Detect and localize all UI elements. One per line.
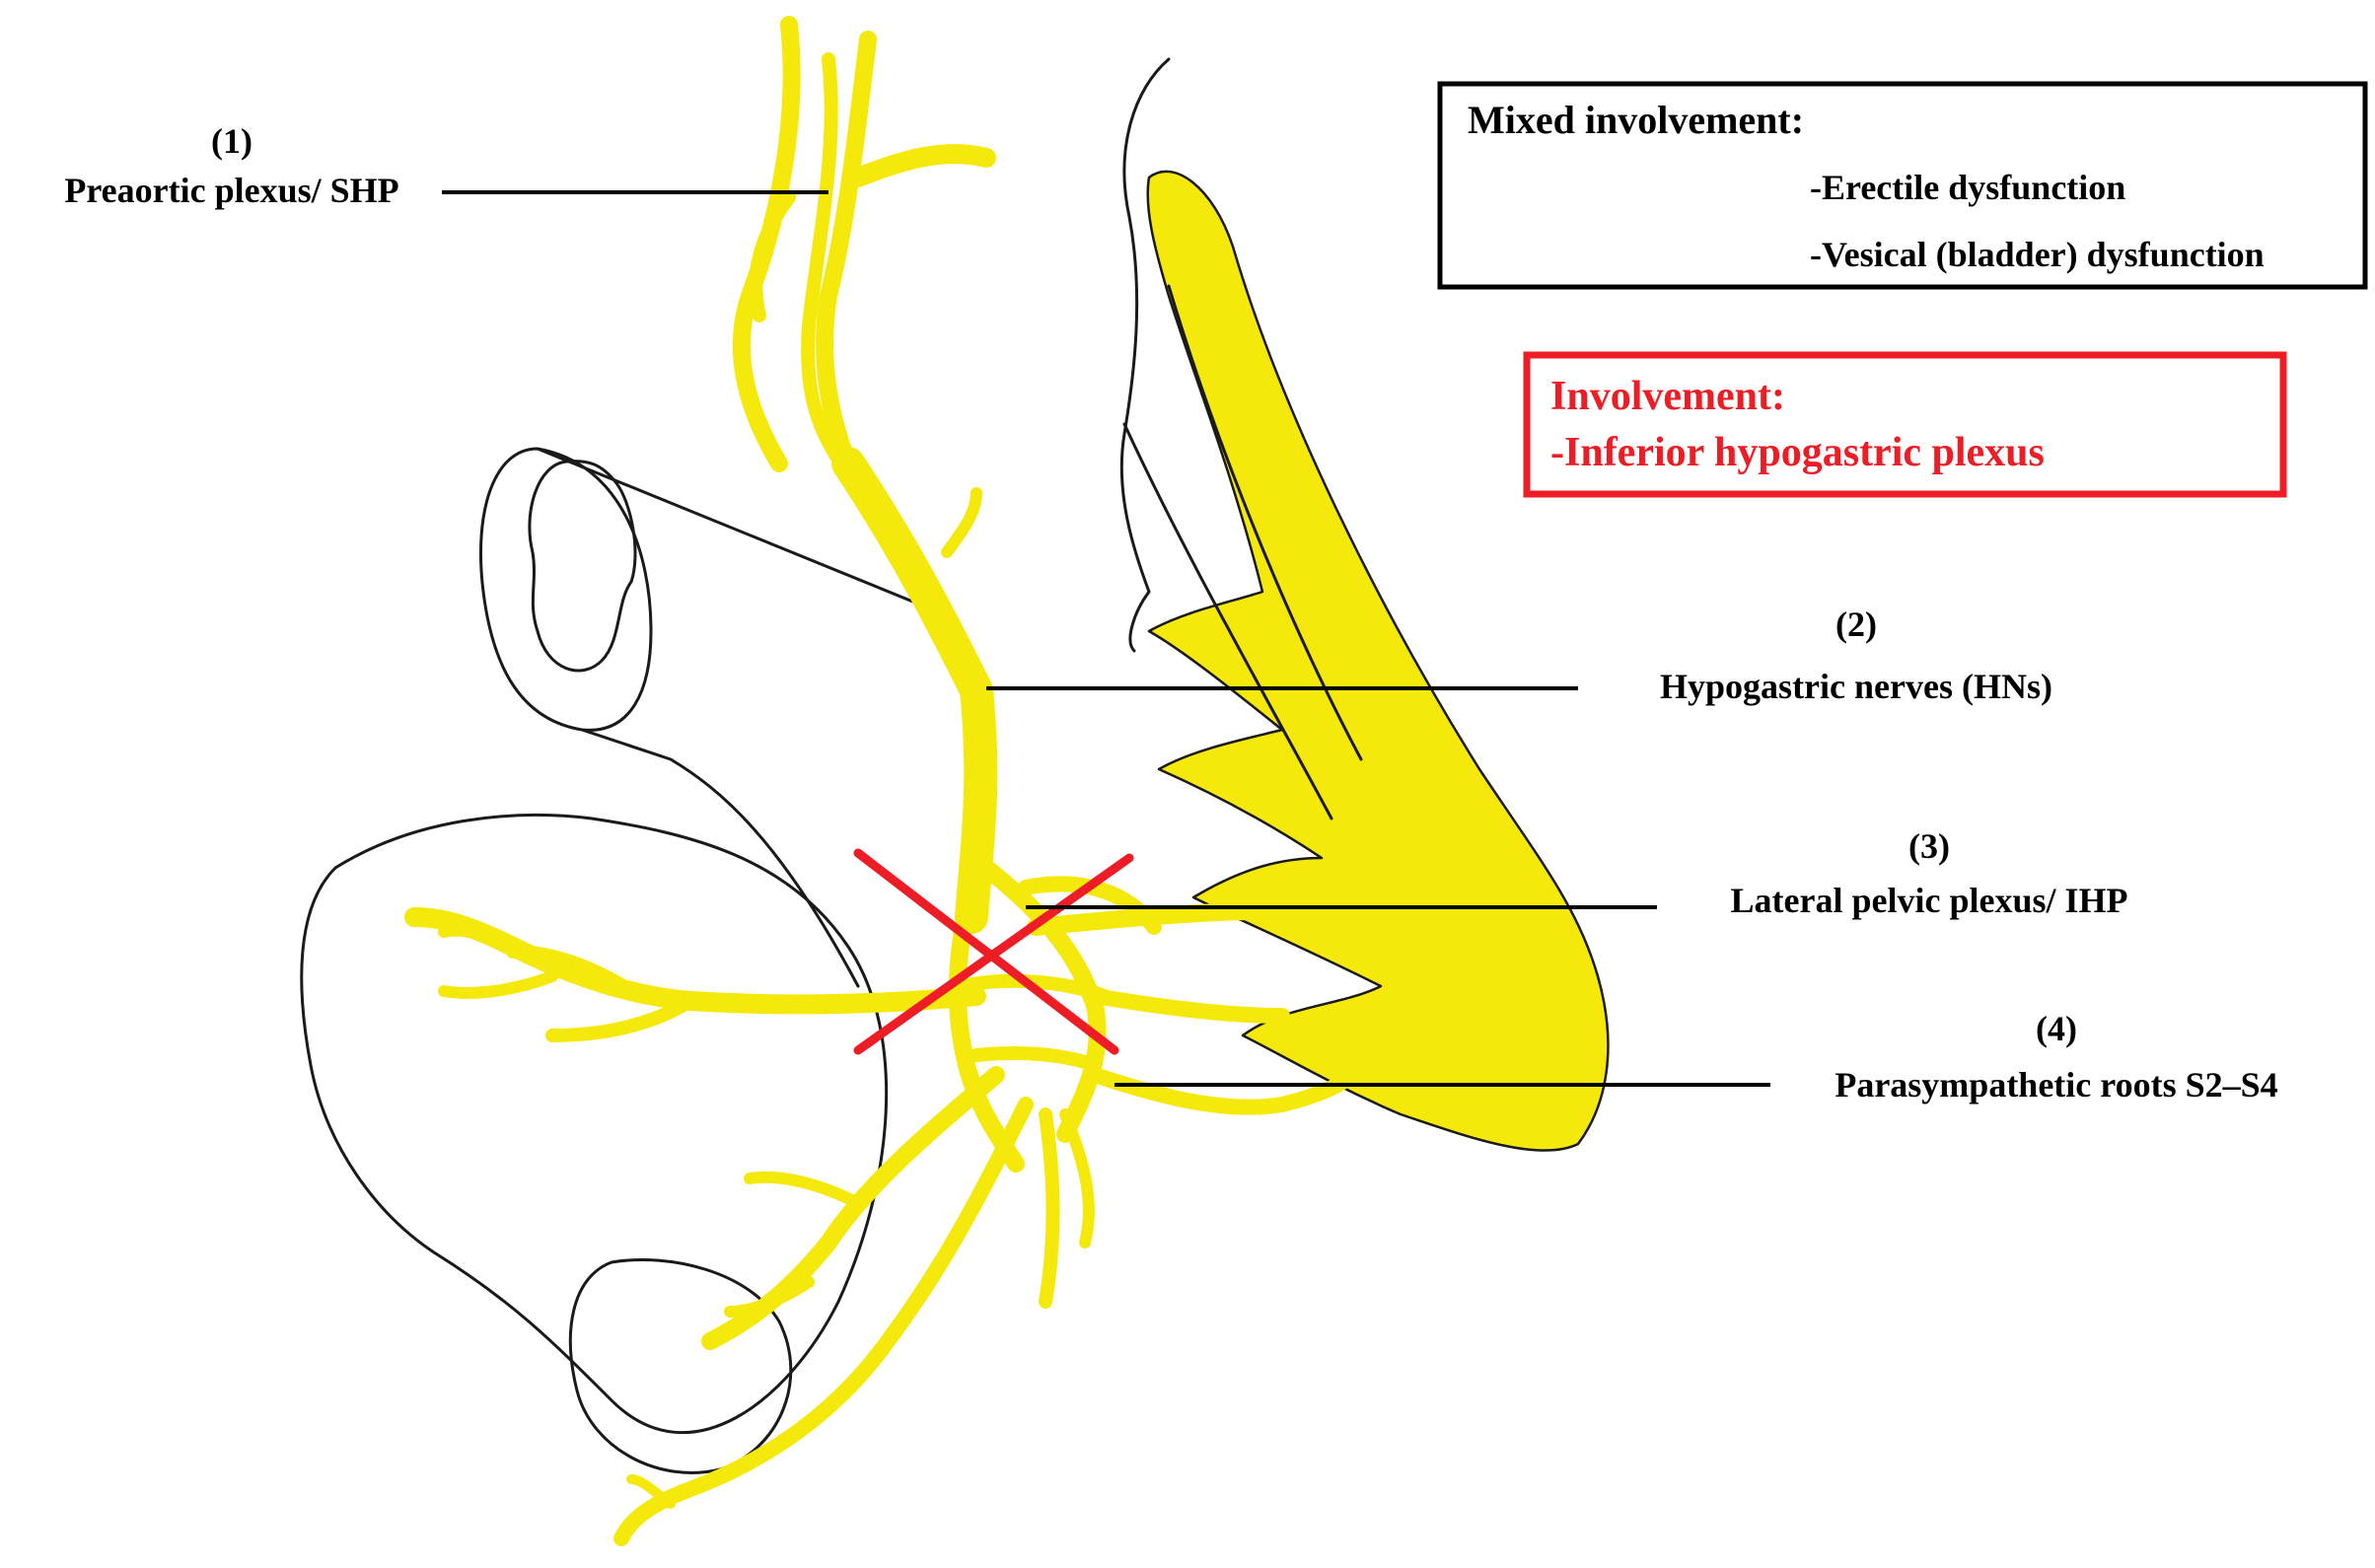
bladder-outline	[300, 814, 889, 1434]
parasympathetic-label: Parasympathetic roots S2–S4	[1835, 1065, 2277, 1105]
pelvic-splanchnic-3	[1087, 1067, 1359, 1115]
preaortic-plexus-right-strand	[816, 31, 877, 472]
preaortic-branch-left	[749, 190, 796, 322]
label-preaortic: (1) Preaortic plexus/ SHP	[64, 121, 398, 210]
label-hypogastric: (2) Hypogastric nerves (HNs)	[1660, 605, 2052, 706]
sacral-trunk	[1146, 170, 1610, 1152]
ihp-involvement-title: Involvement:	[1550, 374, 1785, 419]
preaortic-label: Preaortic plexus/ SHP	[64, 171, 398, 210]
rectum-lower-edge	[580, 728, 860, 988]
preaortic-plexus-center-strand	[801, 52, 855, 480]
sacral-trunk-groove-2	[1122, 422, 1333, 820]
vesical-twig-1	[506, 945, 638, 998]
lesion-cross-marker	[853, 848, 1134, 1055]
hypogastric-number: (2)	[1835, 605, 1877, 644]
anatomy-outlines	[300, 57, 1171, 1474]
mixed-involvement-title: Mixed involvement:	[1468, 98, 1804, 142]
vesical-twig-3	[438, 970, 558, 999]
ihp-involvement-frame	[1523, 351, 2287, 498]
ihp-strand-1	[948, 879, 1025, 1173]
red-x-stroke-1	[853, 848, 1119, 1055]
red-x-stroke-2	[853, 853, 1134, 1055]
label-parasympathetic: (4) Parasympathetic roots S2–S4	[1835, 1009, 2277, 1105]
hypogastric-nerve	[831, 447, 998, 934]
cavernous-twig-1	[744, 1171, 864, 1209]
cavernous-branch-3	[1039, 1107, 1060, 1309]
mixed-involvement-frame	[1437, 81, 2368, 290]
prostate-outline	[568, 1258, 793, 1474]
mixed-involvement-box: Mixed involvement: -Erectile dysfunction…	[1437, 81, 2368, 290]
hypogastric-label: Hypogastric nerves (HNs)	[1660, 667, 2052, 706]
vesical-twig-2	[545, 994, 697, 1042]
ihp-involvement-item: -Inferior hypogastric plexus	[1550, 430, 2045, 475]
mixed-involvement-item-erectile: -Erectile dysfunction	[1810, 168, 2125, 207]
lateral-pelvic-label: Lateral pelvic plexus/ IHP	[1731, 881, 2128, 920]
parasympathetic-number: (4)	[2036, 1009, 2077, 1048]
mixed-involvement-item-bladder: -Vesical (bladder) dysfunction	[1810, 235, 2265, 274]
vesical-twig-4	[438, 924, 519, 958]
sacral-trunk-groove	[1167, 284, 1363, 761]
sacrum-outline	[1119, 57, 1171, 653]
cavernous-branch-4	[1059, 1108, 1095, 1248]
pelvic-splanchnic-1	[1027, 901, 1331, 936]
cavernous-twig-2	[724, 1276, 815, 1318]
hypogastric-nerve-twig	[941, 487, 982, 558]
rectum-lumen-outline	[528, 460, 637, 673]
nerve-network	[404, 16, 1610, 1546]
leader-lines	[442, 190, 1770, 1087]
ihp-involvement-box: Involvement: -Inferior hypogastric plexu…	[1523, 351, 2287, 498]
label-lateral-pelvic: (3) Lateral pelvic plexus/ IHP	[1731, 826, 2128, 920]
preaortic-number: (1)	[211, 121, 252, 161]
cavernous-twig-3	[626, 1474, 676, 1509]
pelvic-splanchnic-2	[1087, 988, 1290, 1024]
ihp-cross-link-2	[970, 1046, 1102, 1072]
preaortic-branch-right	[848, 144, 996, 187]
lateral-pelvic-number: (3)	[1908, 826, 1950, 866]
cavernous-branch-1	[701, 1066, 1005, 1350]
rectum-upper-edge	[536, 447, 939, 613]
ihp-strand-2	[977, 859, 1107, 1143]
